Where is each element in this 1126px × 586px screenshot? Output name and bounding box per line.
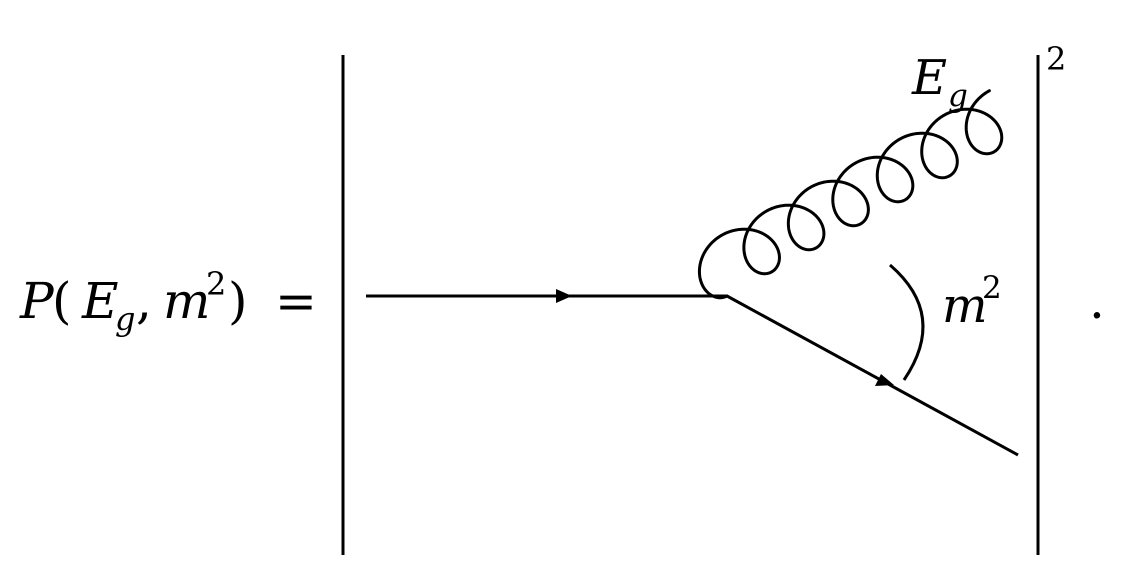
outgoing-arrow-icon	[875, 374, 894, 386]
gluon-energy-label: E	[911, 50, 947, 106]
abs-exponent: 2	[1046, 40, 1066, 78]
equals-sign: =	[275, 272, 317, 330]
outgoing-quark-line	[726, 294, 1019, 457]
energy-symbol: E	[81, 272, 119, 330]
function-symbol: P	[19, 272, 55, 330]
gluon-line	[697, 89, 1004, 300]
trailing-period: .	[1089, 272, 1105, 330]
mass-symbol: m	[163, 272, 210, 330]
mass-superscript: 2	[206, 265, 226, 303]
energy-subscript: g	[115, 300, 135, 338]
mass-angle-arc	[889, 263, 925, 381]
mass-label: m	[942, 278, 988, 334]
comma: ,	[136, 272, 152, 330]
mass-label-superscript: 2	[982, 270, 1002, 306]
gluon-energy-subscript: g	[948, 78, 968, 114]
diagram-labels: E g m 2	[911, 50, 1002, 334]
feynman-diagram	[366, 89, 1019, 457]
incoming-arrow-icon	[556, 289, 572, 303]
lhs-expression: P ( E g , m 2 ) =	[19, 265, 317, 338]
close-paren: )	[228, 272, 248, 330]
open-paren: (	[52, 272, 72, 330]
